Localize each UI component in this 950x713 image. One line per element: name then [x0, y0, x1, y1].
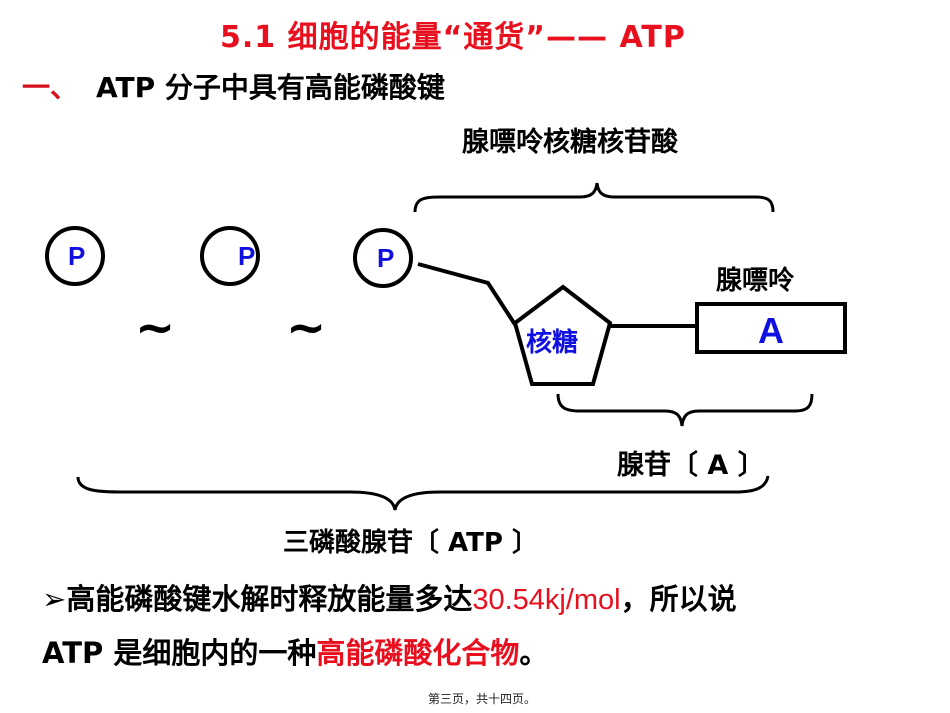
highlight-term: 高能磷酸化合物 [316, 636, 520, 670]
body-line-1-tail: ，所以说 [620, 582, 737, 616]
body-line-1-text: 高能磷酸键水解时释放能量多达 [66, 582, 473, 616]
slide-title: 5.1 细胞的能量“通货”—— ATP [220, 20, 686, 55]
high-energy-bond-1: ~ [135, 300, 176, 356]
section-heading-text: ATP 分子中具有高能磷酸键 [96, 71, 445, 104]
atp-brace [76, 475, 770, 511]
phosphate-circle-1: P [45, 226, 105, 286]
adenosine-label: 腺苷〔 A 〕 [617, 450, 765, 481]
page-footer: 第三页，共十四页。 [428, 692, 537, 706]
phosphate-circle-2: P [200, 226, 260, 286]
adenosine-brace [556, 393, 814, 427]
phosphate-symbol-1: P [68, 241, 86, 271]
high-energy-bond-2: ~ [286, 300, 327, 356]
body-line-2-tail: 。 [519, 636, 549, 670]
adenine-label: 腺嘌呤 [716, 266, 795, 296]
adenine-symbol: A [758, 310, 784, 351]
body-line-2: ATP 是细胞内的一种高能磷酸化合物。 [42, 630, 548, 672]
bullet-arrow-icon: ➢ [42, 582, 67, 616]
phosphate-symbol-2: P [238, 241, 256, 271]
ribose-pentagon [512, 284, 613, 386]
body-line-2-text: ATP 是细胞内的一种 [42, 636, 317, 670]
section-number: 一、 [22, 71, 79, 104]
nucleotide-label: 腺嘌呤核糖核苷酸 [462, 127, 678, 158]
section-heading: 一、 ATP 分子中具有高能磷酸键 [22, 66, 445, 106]
body-line-1: ➢高能磷酸键水解时释放能量多达30.54kj/mol，所以说 [42, 576, 737, 618]
phosphate-circle-3: P [353, 228, 413, 288]
energy-value: 30.54kj/mol [472, 584, 621, 616]
atp-label: 三磷酸腺苷〔 ATP 〕 [283, 528, 538, 558]
adenine-box: A [695, 302, 847, 354]
ribose-label: 核糖 [526, 328, 579, 358]
nucleotide-brace [413, 182, 775, 213]
phosphate-symbol-3: P [377, 243, 395, 273]
phosphate-ribose-bond [417, 262, 518, 328]
